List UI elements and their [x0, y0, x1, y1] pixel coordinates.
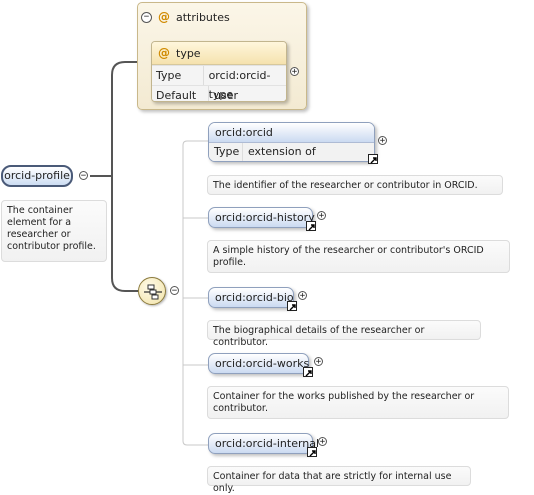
reference-arrow-icon [306, 221, 316, 231]
attributes-label: attributes [176, 10, 230, 24]
element-orcid-internal-name: orcid:orcid-internal [215, 437, 320, 450]
attribute-default-row: Default user [152, 85, 286, 102]
expand-orcid-works-toggle[interactable]: + [314, 357, 323, 367]
documentation-orcid-internal-text: Container for data that are strictly for… [213, 471, 452, 494]
reference-arrow-icon [287, 301, 297, 311]
element-orcid-orcid[interactable]: orcid:orcid Type extension of 'orcid:orc… [208, 122, 375, 162]
element-type-key: Type [209, 143, 243, 161]
documentation-orcid-bio: The biographical details of the research… [207, 320, 481, 348]
default-key: Default [152, 86, 209, 101]
expand-orcid-history-toggle[interactable]: + [317, 211, 326, 221]
element-orcid-history-name: orcid:orcid-history [215, 211, 315, 224]
documentation-orcid-works-text: Container for the works published by the… [213, 391, 475, 414]
attribute-type-header: @ type [152, 42, 286, 65]
branch-line-orcid [182, 140, 208, 291]
element-type-value: extension of 'orcid:orcid' [247, 145, 316, 158]
attribute-name: type [176, 46, 201, 60]
attributes-header: − @ attributes [141, 10, 230, 24]
root-documentation-text: The container element for a researcher o… [7, 205, 96, 252]
collapse-sequence-toggle[interactable]: − [170, 286, 179, 296]
element-orcid-orcid-type-row: Type extension of 'orcid:orcid' [209, 143, 374, 161]
expand-orcid-bio-toggle[interactable]: + [298, 291, 307, 301]
sequence-compositor[interactable] [138, 277, 166, 305]
default-value: user [214, 89, 238, 102]
at-icon: @ [158, 10, 170, 24]
type-value: orcid:orcid-type [208, 69, 271, 101]
element-orcid-history[interactable]: orcid:orcid-history [208, 207, 315, 228]
branch-line-internal [182, 291, 208, 446]
documentation-orcid-history: A simple history of the researcher or co… [207, 240, 510, 273]
documentation-orcid-text: The identifier of the researcher or cont… [213, 180, 478, 191]
reference-arrow-icon [303, 367, 313, 377]
attribute-type-row: Type orcid:orcid-type [152, 65, 286, 101]
root-to-sequence-line [90, 175, 138, 292]
reference-arrow-icon [307, 447, 317, 457]
element-orcid-internal[interactable]: orcid:orcid-internal [208, 433, 319, 454]
type-key: Type [152, 66, 204, 85]
root-element-name: orcid-profile [4, 169, 70, 182]
element-orcid-works-name: orcid:orcid-works [215, 357, 310, 370]
element-orcid-orcid-name: orcid:orcid [209, 123, 374, 143]
documentation-orcid-history-text: A simple history of the researcher or co… [213, 245, 484, 268]
attributes-group: − @ attributes @ type Type orcid:orcid-t… [137, 2, 307, 110]
element-orcid-bio[interactable]: orcid:orcid-bio [208, 287, 294, 308]
root-documentation: The container element for a researcher o… [1, 200, 107, 262]
collapse-attributes-toggle[interactable]: − [141, 11, 152, 23]
sequence-icon [144, 284, 162, 300]
expand-orcid-toggle[interactable]: + [378, 136, 387, 146]
collapse-root-toggle[interactable]: − [79, 171, 88, 181]
expand-attribute-type-toggle[interactable]: + [290, 67, 299, 77]
expand-orcid-internal-toggle[interactable]: + [318, 437, 327, 447]
at-icon: @ [158, 46, 170, 60]
attribute-type-card[interactable]: @ type Type orcid:orcid-type Default use… [151, 41, 287, 102]
element-orcid-works[interactable]: orcid:orcid-works [208, 353, 309, 374]
reference-arrow-icon [368, 154, 378, 164]
root-to-attributes-line [90, 61, 137, 177]
documentation-orcid-bio-text: The biographical details of the research… [213, 325, 425, 348]
documentation-orcid-internal: Container for data that are strictly for… [207, 466, 471, 494]
element-orcid-bio-name: orcid:orcid-bio [215, 291, 294, 304]
root-element-orcid-profile[interactable]: orcid-profile [1, 165, 73, 187]
documentation-orcid: The identifier of the researcher or cont… [207, 175, 503, 195]
documentation-orcid-works: Container for the works published by the… [207, 386, 509, 419]
